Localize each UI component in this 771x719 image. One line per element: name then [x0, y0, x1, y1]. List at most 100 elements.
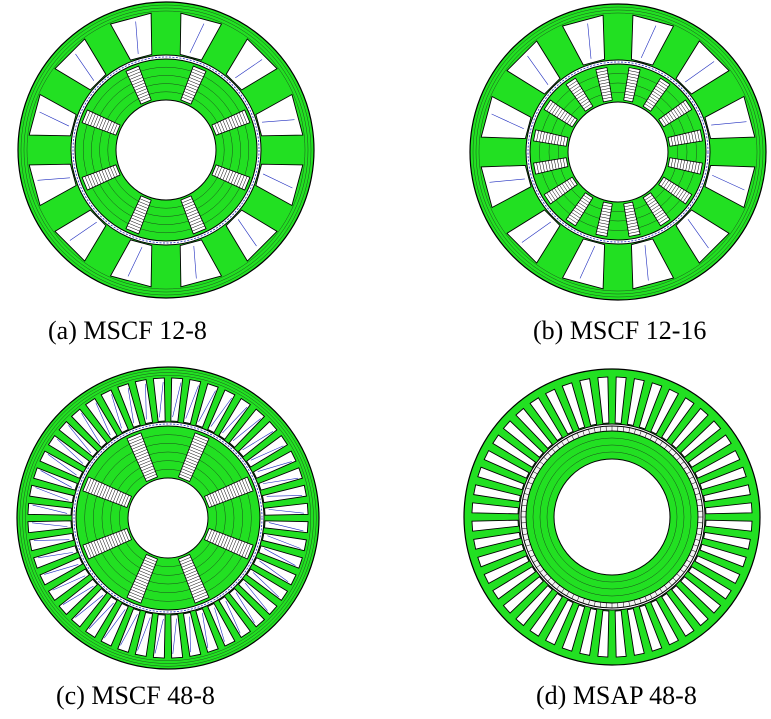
- flux-line: [101, 451, 235, 585]
- slot-field-line: [644, 245, 649, 281]
- slot-field-line: [235, 592, 255, 624]
- stator-slot: [597, 610, 610, 658]
- stator-slot: [480, 164, 532, 209]
- stator-slot: [134, 379, 154, 425]
- slot-field-line: [88, 602, 114, 629]
- stator-slot: [506, 209, 561, 264]
- rotor-magnet: [543, 99, 578, 128]
- rotor-magnet: [82, 528, 133, 560]
- stator-slot: [246, 568, 289, 601]
- flux-line: [558, 92, 678, 212]
- stator-slot: [661, 592, 695, 637]
- stator-slot: [480, 95, 532, 140]
- stator-slot: [502, 420, 544, 458]
- stator-slot: [218, 596, 251, 639]
- stator-slot: [544, 599, 574, 646]
- rotor-bore: [127, 477, 209, 559]
- flux-line: [475, 9, 761, 295]
- stator-slot: [705, 519, 753, 532]
- slot-field-line: [579, 246, 596, 279]
- slot-field-line: [35, 487, 69, 501]
- stator-slot: [515, 407, 553, 449]
- slot-field-line: [685, 61, 715, 83]
- slot-field-line: [242, 431, 274, 451]
- stator-slot: [506, 40, 561, 95]
- stator-slot: [179, 239, 223, 288]
- stator-slot: [687, 566, 732, 600]
- stator-slot: [687, 434, 732, 468]
- slot-field-line: [237, 219, 257, 247]
- stator-slot: [529, 592, 563, 637]
- slot-field-line: [250, 445, 284, 461]
- stator-slot: [252, 450, 297, 479]
- rotor-magnet: [125, 65, 152, 105]
- machine-cross-section-d: [462, 362, 762, 672]
- slot-field-line: [172, 382, 182, 418]
- stator-slot: [261, 484, 307, 504]
- slot-field-line: [120, 614, 138, 646]
- flux-line: [539, 73, 697, 231]
- flux-line: [539, 444, 685, 590]
- stator-slot: [28, 163, 77, 207]
- slot-field-line: [81, 412, 101, 444]
- rotor-magnet: [595, 67, 613, 103]
- rotor-magnet: [623, 67, 641, 103]
- slot-field-line: [159, 382, 164, 418]
- stator-slot: [237, 578, 278, 616]
- rotor-magnet: [126, 432, 158, 483]
- slot-field-line: [268, 522, 304, 532]
- flux-line: [546, 451, 678, 583]
- slot-field-line: [103, 609, 126, 639]
- slot-field-line: [69, 221, 97, 241]
- gap-boundary: [73, 423, 263, 613]
- rotor-bore: [115, 99, 217, 201]
- stator-slot: [579, 378, 598, 426]
- machine-cross-section-b: [468, 2, 768, 302]
- slot-field-line: [198, 390, 216, 422]
- stator-slot: [705, 502, 753, 515]
- stator-slot: [492, 566, 537, 600]
- slot-field-line: [40, 470, 72, 488]
- stator-slot: [477, 466, 525, 491]
- stator-slot: [614, 610, 627, 658]
- slot-field-line: [57, 438, 84, 464]
- stator-slot: [680, 420, 722, 458]
- stator-slot: [671, 407, 709, 449]
- stator-slot: [179, 12, 223, 61]
- stator-slot: [58, 578, 99, 616]
- slot-field-line: [711, 121, 747, 126]
- stator-slot: [579, 608, 598, 656]
- slot-field-line: [687, 219, 709, 249]
- rotor-magnet: [180, 65, 207, 105]
- stator-slot: [225, 38, 278, 91]
- stator-slot: [246, 435, 289, 468]
- flux-line: [25, 375, 311, 661]
- stator-slot: [544, 388, 574, 435]
- slot-field-line: [262, 477, 299, 484]
- rotor-magnet: [658, 176, 693, 205]
- slot-field-line: [264, 548, 296, 566]
- motor-diagram-mscf-48-8: [16, 366, 320, 670]
- slot-field-line: [62, 585, 94, 605]
- flux-line: [99, 83, 233, 217]
- stator-slot: [100, 389, 129, 434]
- slot-field-line: [640, 25, 657, 58]
- rotor-bore: [567, 101, 669, 203]
- slot-field-line: [521, 221, 551, 243]
- motor-diagram-mscf-12-8: [17, 1, 315, 299]
- rotor-magnet: [642, 192, 671, 227]
- slot-field-line: [172, 618, 177, 654]
- stator-slot: [529, 397, 563, 442]
- stator-slot: [47, 568, 90, 601]
- rotor-magnet: [658, 99, 693, 128]
- flux-line: [26, 10, 306, 290]
- rotor-magnet: [623, 201, 641, 237]
- stator-slot: [699, 466, 747, 491]
- stator-slot: [477, 543, 525, 568]
- slot-field-line: [135, 21, 139, 54]
- flux-line: [548, 82, 688, 222]
- stator-slot: [626, 378, 645, 426]
- rotor-magnet: [667, 129, 703, 147]
- rotor-magnet: [81, 109, 121, 136]
- slot-field-line: [189, 616, 191, 653]
